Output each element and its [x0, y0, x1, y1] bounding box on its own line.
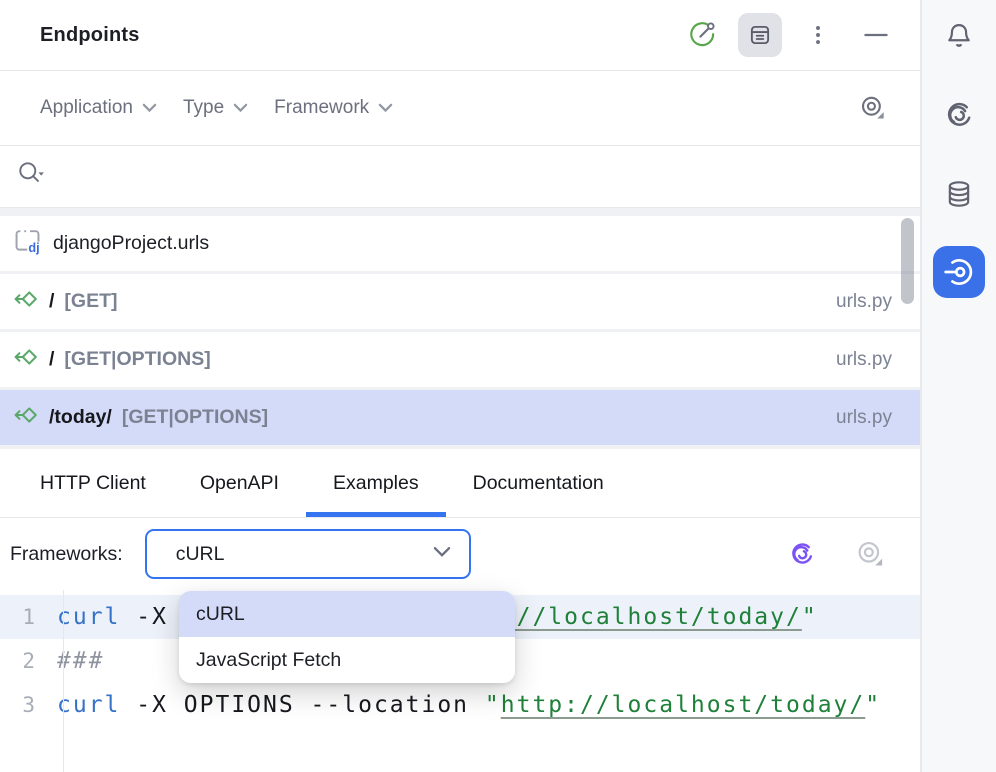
list-group-row[interactable]: dj djangoProject.urls [0, 216, 920, 271]
line-content: curl -X OPTIONS --location "http://local… [50, 692, 881, 718]
right-tool-strip [921, 0, 996, 772]
line-content: ### [50, 648, 105, 674]
details-view-toggle-icon[interactable] [738, 13, 782, 57]
frameworks-combobox[interactable]: cURL [144, 529, 471, 579]
code-line[interactable]: 2 ### [0, 639, 920, 683]
dropdown-option-curl[interactable]: cURL [179, 591, 515, 637]
code-token-st: " [801, 604, 818, 630]
code-token-st: " [865, 692, 882, 718]
endpoint-path: / [49, 348, 55, 370]
view-options-icon[interactable] [850, 86, 894, 130]
active-tab-underline [305, 512, 446, 517]
endpoint-icon [14, 404, 38, 432]
svg-text:dj: dj [28, 240, 39, 254]
endpoint-icon [14, 346, 38, 374]
endpoint-path: /today/ [49, 406, 112, 428]
line-number: 1 [22, 605, 35, 629]
line-number: 3 [22, 693, 35, 717]
endpoint-methods: [GET|OPTIONS] [121, 406, 269, 428]
ai-assistant-tool-icon[interactable] [933, 89, 985, 141]
list-scrollbar[interactable] [901, 218, 914, 304]
filter-type[interactable]: Type [183, 97, 248, 119]
search-input[interactable] [58, 165, 920, 188]
endpoint-row[interactable]: / [GET] urls.py [0, 274, 920, 329]
filter-label: Type [182, 97, 225, 118]
tab-openapi[interactable]: OpenAPI [173, 449, 306, 517]
view-options-eye-icon[interactable] [848, 532, 892, 576]
chevron-down-icon [233, 97, 248, 119]
endpoint-file: urls.py [836, 348, 892, 370]
filter-application[interactable]: Application [40, 97, 157, 119]
filter-label: Framework [274, 97, 370, 118]
endpoint-methods: [GET] [64, 290, 118, 312]
tab-label: HTTP Client [40, 471, 146, 494]
endpoint-path: / [49, 290, 55, 312]
tab-label: Examples [332, 471, 419, 494]
endpoints-tool-icon[interactable] [933, 246, 985, 298]
tab-label: OpenAPI [199, 471, 279, 494]
tool-window-header: Endpoints [0, 0, 920, 71]
tab-documentation[interactable]: Documentation [446, 449, 631, 517]
chevron-down-icon [378, 97, 393, 119]
combobox-value: cURL [175, 542, 225, 565]
code-line[interactable]: 3 curl -X OPTIONS --location "http://loca… [0, 683, 920, 727]
filter-framework[interactable]: Framework [274, 97, 393, 119]
detail-tabs: HTTP Client OpenAPI Examples Documentation [0, 449, 920, 518]
code-token-kw: curl [57, 692, 121, 718]
gutter-separator [63, 590, 64, 772]
code-token-url: http://localhost/today/ [500, 692, 866, 718]
chevron-down-icon [142, 97, 157, 119]
search-bar [0, 146, 920, 208]
frameworks-label: Frameworks: [10, 542, 123, 565]
filter-bar: Application Type Framework [0, 71, 920, 146]
frameworks-bar: Frameworks: cURL [0, 518, 920, 590]
hide-panel-icon[interactable] [854, 13, 898, 57]
endpoint-methods: [GET|OPTIONS] [64, 348, 211, 370]
endpoint-icon [14, 288, 38, 316]
chevron-down-icon [433, 545, 451, 563]
endpoint-list: dj djangoProject.urls / [GET] urls.py / [GET… [0, 208, 920, 449]
frameworks-actions [780, 532, 892, 576]
database-icon[interactable] [933, 168, 985, 220]
ai-assistant-icon[interactable] [780, 532, 824, 576]
endpoint-row[interactable]: / [GET|OPTIONS] urls.py [0, 332, 920, 387]
endpoint-file: urls.py [836, 406, 892, 428]
code-token-kw: curl [57, 604, 121, 630]
notifications-bell-icon[interactable] [933, 10, 985, 62]
more-options-icon[interactable] [796, 13, 840, 57]
code-token-st: " [484, 692, 501, 718]
page-title: Endpoints [40, 23, 140, 46]
search-icon [16, 159, 46, 194]
tab-http-client[interactable]: HTTP Client [13, 449, 173, 517]
endpoint-file: urls.py [836, 290, 892, 312]
tab-examples[interactable]: Examples [305, 449, 446, 517]
filter-label: Application [40, 97, 133, 118]
code-token-pl: -X OPTIONS --location [120, 692, 485, 718]
django-file-icon: dj [14, 227, 44, 261]
header-actions [680, 13, 898, 57]
dropdown-option-javascript-fetch[interactable]: JavaScript Fetch [179, 637, 515, 683]
endpoints-gauge-icon[interactable] [680, 13, 724, 57]
code-token-cm: ### [57, 648, 105, 674]
group-label: djangoProject.urls [53, 232, 210, 254]
line-number: 2 [22, 649, 35, 673]
tab-label: Documentation [472, 471, 604, 494]
endpoint-row[interactable]: /today/ [GET|OPTIONS] urls.py [0, 390, 920, 445]
